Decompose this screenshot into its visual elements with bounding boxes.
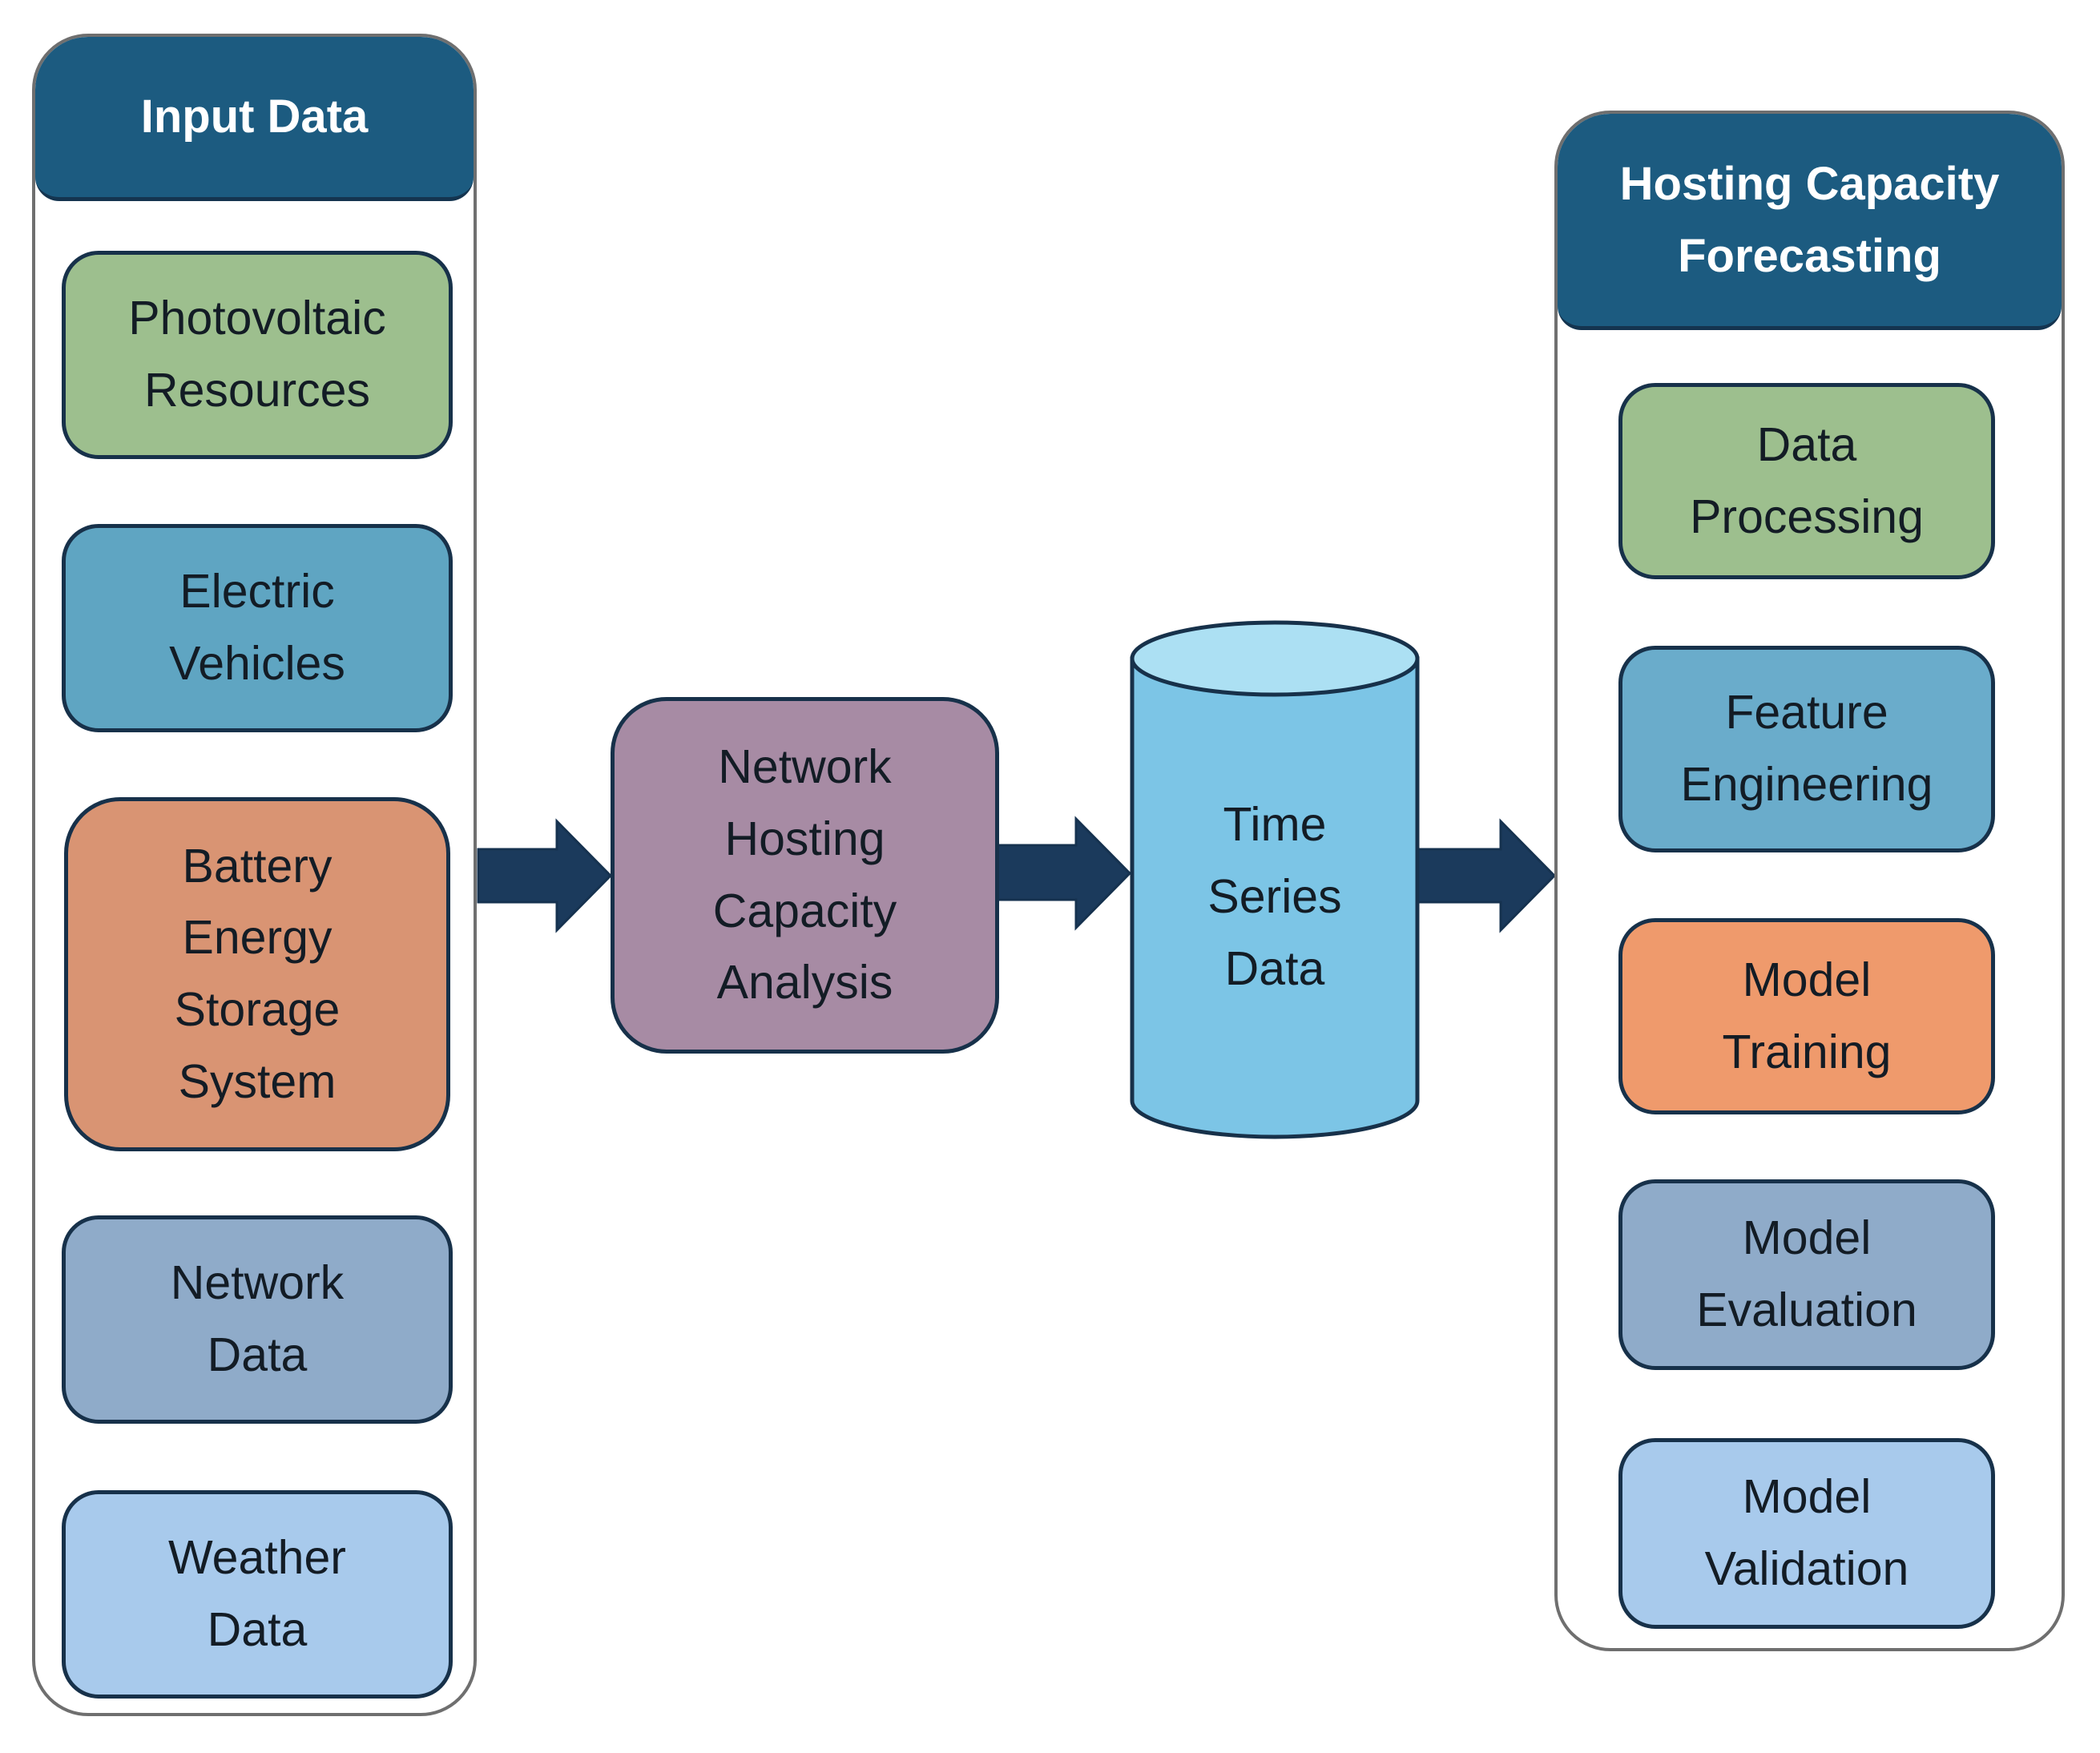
model-training-label: Model Training <box>1722 953 1892 1078</box>
data-processing-label: Data Processing <box>1690 417 1924 543</box>
input-weather-data: Weather Data <box>62 1490 453 1699</box>
input-data-title: Input Data <box>140 91 369 143</box>
analysis-label: Network Hosting Capacity Analysis <box>712 740 897 1009</box>
electric-vehicles-label: Electric Vehicles <box>169 565 345 690</box>
step-model-validation: Model Validation <box>1618 1438 1995 1629</box>
step-model-training: Model Training <box>1618 918 1995 1114</box>
network-hosting-capacity-analysis-box: Network Hosting Capacity Analysis <box>611 697 999 1054</box>
input-network-data: Network Data <box>62 1215 453 1424</box>
network-data-label: Network Data <box>170 1256 345 1381</box>
arrow-analysis-to-timeseries <box>990 816 1132 931</box>
hosting-capacity-forecasting-panel: Hosting Capacity Forecasting <box>1554 111 2065 1651</box>
forecasting-title: Hosting Capacity Forecasting <box>1619 157 2000 282</box>
feature-engineering-label: Feature Engineering <box>1680 686 1933 811</box>
step-feature-engineering: Feature Engineering <box>1618 646 1995 852</box>
input-photovoltaic-resources: Photovoltaic Resources <box>62 251 453 459</box>
input-battery-energy-storage-system: Battery Energy Storage System <box>64 797 450 1151</box>
weather-data-label: Weather Data <box>168 1531 346 1656</box>
arrow-timeseries-to-forecasting <box>1415 818 1557 933</box>
time-series-data-label: Time Series Data <box>1207 798 1342 995</box>
model-evaluation-label: Model Evaluation <box>1696 1211 1917 1336</box>
step-data-processing: Data Processing <box>1618 383 1995 579</box>
cylinder-body <box>1130 656 1420 1139</box>
input-data-header: Input Data <box>35 37 474 201</box>
cylinder-top <box>1130 620 1420 697</box>
step-model-evaluation: Model Evaluation <box>1618 1179 1995 1370</box>
battery-energy-storage-system-label: Battery Energy Storage System <box>174 839 341 1108</box>
arrow-inputs-to-analysis <box>477 818 613 933</box>
time-series-data-label-area: Time Series Data <box>1132 745 1417 1050</box>
model-validation-label: Model Validation <box>1704 1470 1909 1595</box>
forecasting-header: Hosting Capacity Forecasting <box>1558 114 2062 330</box>
input-electric-vehicles: Electric Vehicles <box>62 524 453 732</box>
time-series-data-cylinder <box>1130 620 1420 1139</box>
photovoltaic-resources-label: Photovoltaic Resources <box>128 292 386 417</box>
